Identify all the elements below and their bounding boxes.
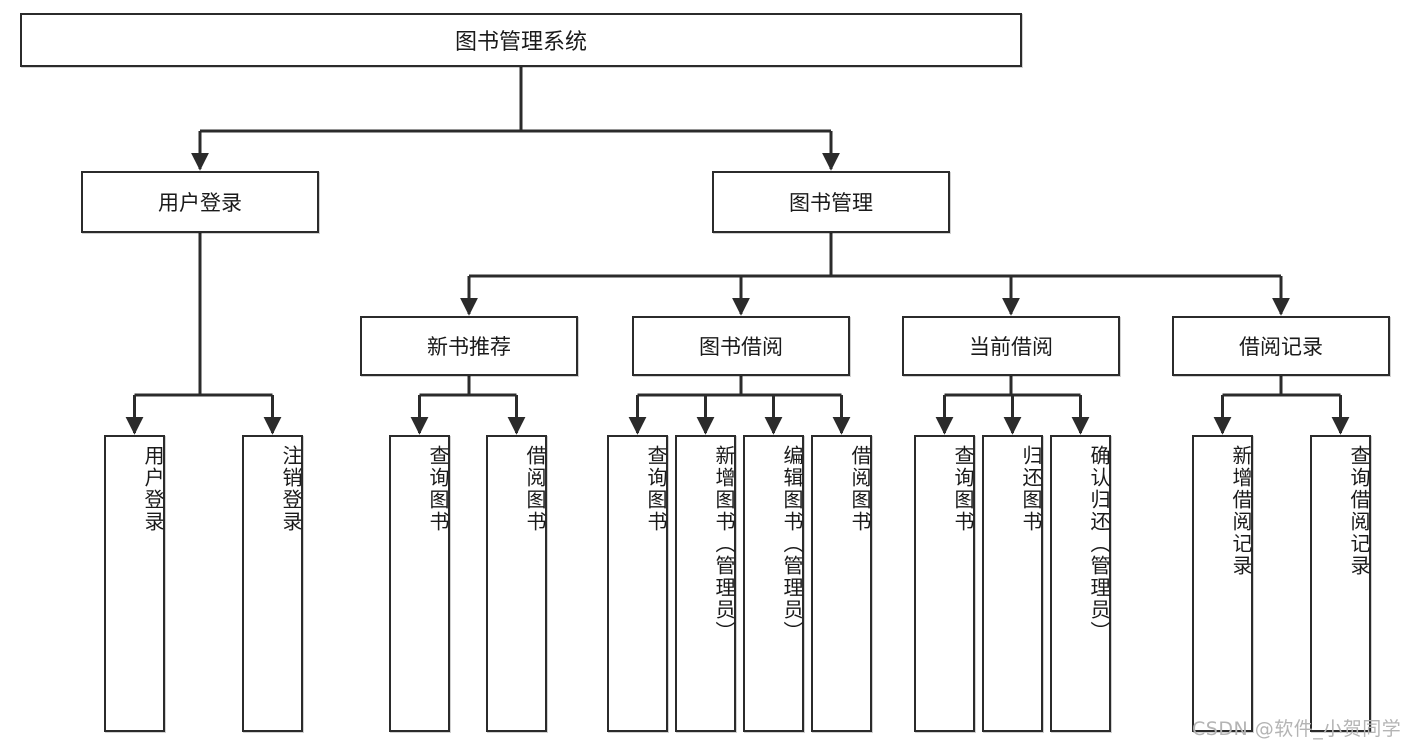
- node-leaf-add-record-label: 新增借阅记录: [1229, 445, 1253, 577]
- node-user-login-label: 用户登录: [158, 191, 242, 215]
- watermark: CSDN @软件_小贺同学: [1192, 718, 1402, 740]
- node-leaf-user-login[interactable]: 用户登录: [104, 435, 165, 732]
- node-leaf-user-login-label: 用户登录: [141, 445, 165, 533]
- node-leaf-confirm-return-label: 确认归还（管理员）: [1087, 445, 1111, 643]
- node-current-borrow[interactable]: 当前借阅: [902, 316, 1120, 376]
- node-leaf-add-book[interactable]: 新增图书（管理员）: [675, 435, 736, 732]
- node-leaf-add-book-label: 新增图书（管理员）: [712, 445, 736, 643]
- node-leaf-return-book[interactable]: 归还图书: [982, 435, 1043, 732]
- node-leaf-borrow-book-2[interactable]: 借阅图书: [811, 435, 872, 732]
- node-leaf-confirm-return[interactable]: 确认归还（管理员）: [1050, 435, 1111, 732]
- node-leaf-logout[interactable]: 注销登录: [242, 435, 303, 732]
- node-leaf-logout-label: 注销登录: [279, 445, 303, 533]
- node-borrow-record[interactable]: 借阅记录: [1172, 316, 1390, 376]
- node-new-book-rec[interactable]: 新书推荐: [360, 316, 578, 376]
- node-leaf-return-book-label: 归还图书: [1019, 445, 1043, 533]
- node-leaf-borrow-book-1-label: 借阅图书: [523, 445, 547, 533]
- node-leaf-edit-book[interactable]: 编辑图书（管理员）: [743, 435, 804, 732]
- node-user-login[interactable]: 用户登录: [81, 171, 319, 233]
- node-borrow-record-label: 借阅记录: [1239, 335, 1323, 359]
- node-leaf-query-book-3-label: 查询图书: [951, 445, 975, 533]
- node-root-label: 图书管理系统: [454, 30, 587, 55]
- node-leaf-query-book-1[interactable]: 查询图书: [389, 435, 450, 732]
- node-new-book-rec-label: 新书推荐: [427, 335, 511, 359]
- node-leaf-edit-book-label: 编辑图书（管理员）: [780, 445, 804, 643]
- node-leaf-borrow-book-1[interactable]: 借阅图书: [486, 435, 547, 732]
- node-leaf-borrow-book-2-label: 借阅图书: [848, 445, 872, 533]
- node-leaf-query-book-2[interactable]: 查询图书: [607, 435, 668, 732]
- node-leaf-query-record[interactable]: 查询借阅记录: [1310, 435, 1371, 732]
- node-book-manage[interactable]: 图书管理: [712, 171, 950, 233]
- node-leaf-query-book-1-label: 查询图书: [426, 445, 450, 533]
- node-book-borrow[interactable]: 图书借阅: [632, 316, 850, 376]
- node-book-borrow-label: 图书借阅: [699, 335, 783, 359]
- node-leaf-query-book-3[interactable]: 查询图书: [914, 435, 975, 732]
- node-book-manage-label: 图书管理: [789, 191, 873, 215]
- node-root[interactable]: 图书管理系统: [20, 13, 1022, 67]
- node-leaf-add-record[interactable]: 新增借阅记录: [1192, 435, 1253, 732]
- node-leaf-query-book-2-label: 查询图书: [644, 445, 668, 533]
- node-current-borrow-label: 当前借阅: [969, 335, 1053, 359]
- node-leaf-query-record-label: 查询借阅记录: [1347, 445, 1371, 577]
